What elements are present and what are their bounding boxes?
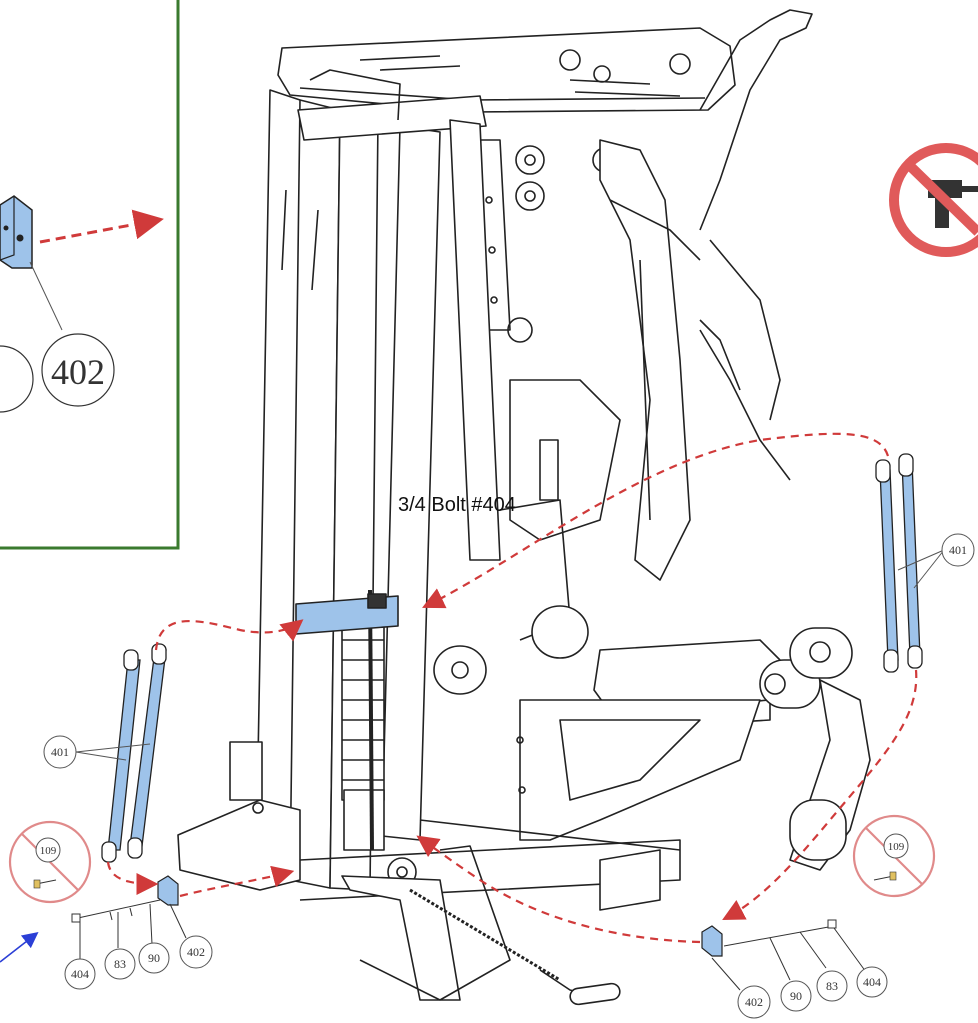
svg-text:401: 401 [51, 745, 69, 759]
weight-stack [341, 619, 385, 851]
callout-83-right: 83 [816, 970, 848, 1002]
inset-callout-402: 402 [41, 333, 115, 407]
svg-text:404: 404 [863, 975, 881, 989]
assembly-arrows [106, 432, 918, 944]
bracket-402-left [157, 875, 179, 906]
callout-90-left: 90 [138, 942, 170, 974]
svg-text:83: 83 [826, 979, 838, 993]
prohibited-109-left-icon: 109 [8, 820, 92, 904]
foot-plate [341, 845, 511, 1001]
callout-402-left: 402 [179, 935, 213, 969]
detail-inset: 402 [0, 0, 180, 550]
svg-text:83: 83 [114, 957, 126, 971]
strap-401-left-pair [101, 643, 167, 863]
no-power-drill-icon [889, 143, 978, 257]
callout-401-right: 401 [897, 533, 975, 589]
prohibited-109-right-icon: 109 [852, 814, 936, 898]
inset-caption: 3/4 Bolt #404 [398, 494, 516, 516]
home-gym-machine [177, 9, 871, 1006]
carriage-top-plate [295, 593, 399, 635]
callout-401-left: 401 [43, 735, 151, 769]
bracket-402-right [701, 925, 723, 957]
callout-83-left: 83 [104, 948, 136, 980]
inset-red-arrow [39, 209, 164, 244]
svg-text:404: 404 [71, 967, 89, 981]
svg-text:401: 401 [949, 543, 967, 557]
svg-text:402: 402 [745, 995, 763, 1009]
svg-text:402: 402 [187, 945, 205, 959]
pointer-arrow [0, 932, 39, 963]
hardware-left [71, 899, 187, 962]
callout-404-right: 404 [856, 966, 888, 998]
svg-text:90: 90 [790, 989, 802, 1003]
callout-90-right: 90 [780, 980, 812, 1012]
inset-bracket-402 [0, 195, 33, 269]
strap-401-right-pair [875, 453, 923, 673]
svg-text:109: 109 [40, 845, 57, 857]
callout-402-right: 402 [737, 985, 771, 1019]
callout-404-left: 404 [64, 958, 96, 990]
hardware-right [711, 919, 867, 991]
svg-text:90: 90 [148, 951, 160, 965]
svg-text:109: 109 [888, 841, 905, 853]
svg-text:402: 402 [51, 352, 105, 392]
